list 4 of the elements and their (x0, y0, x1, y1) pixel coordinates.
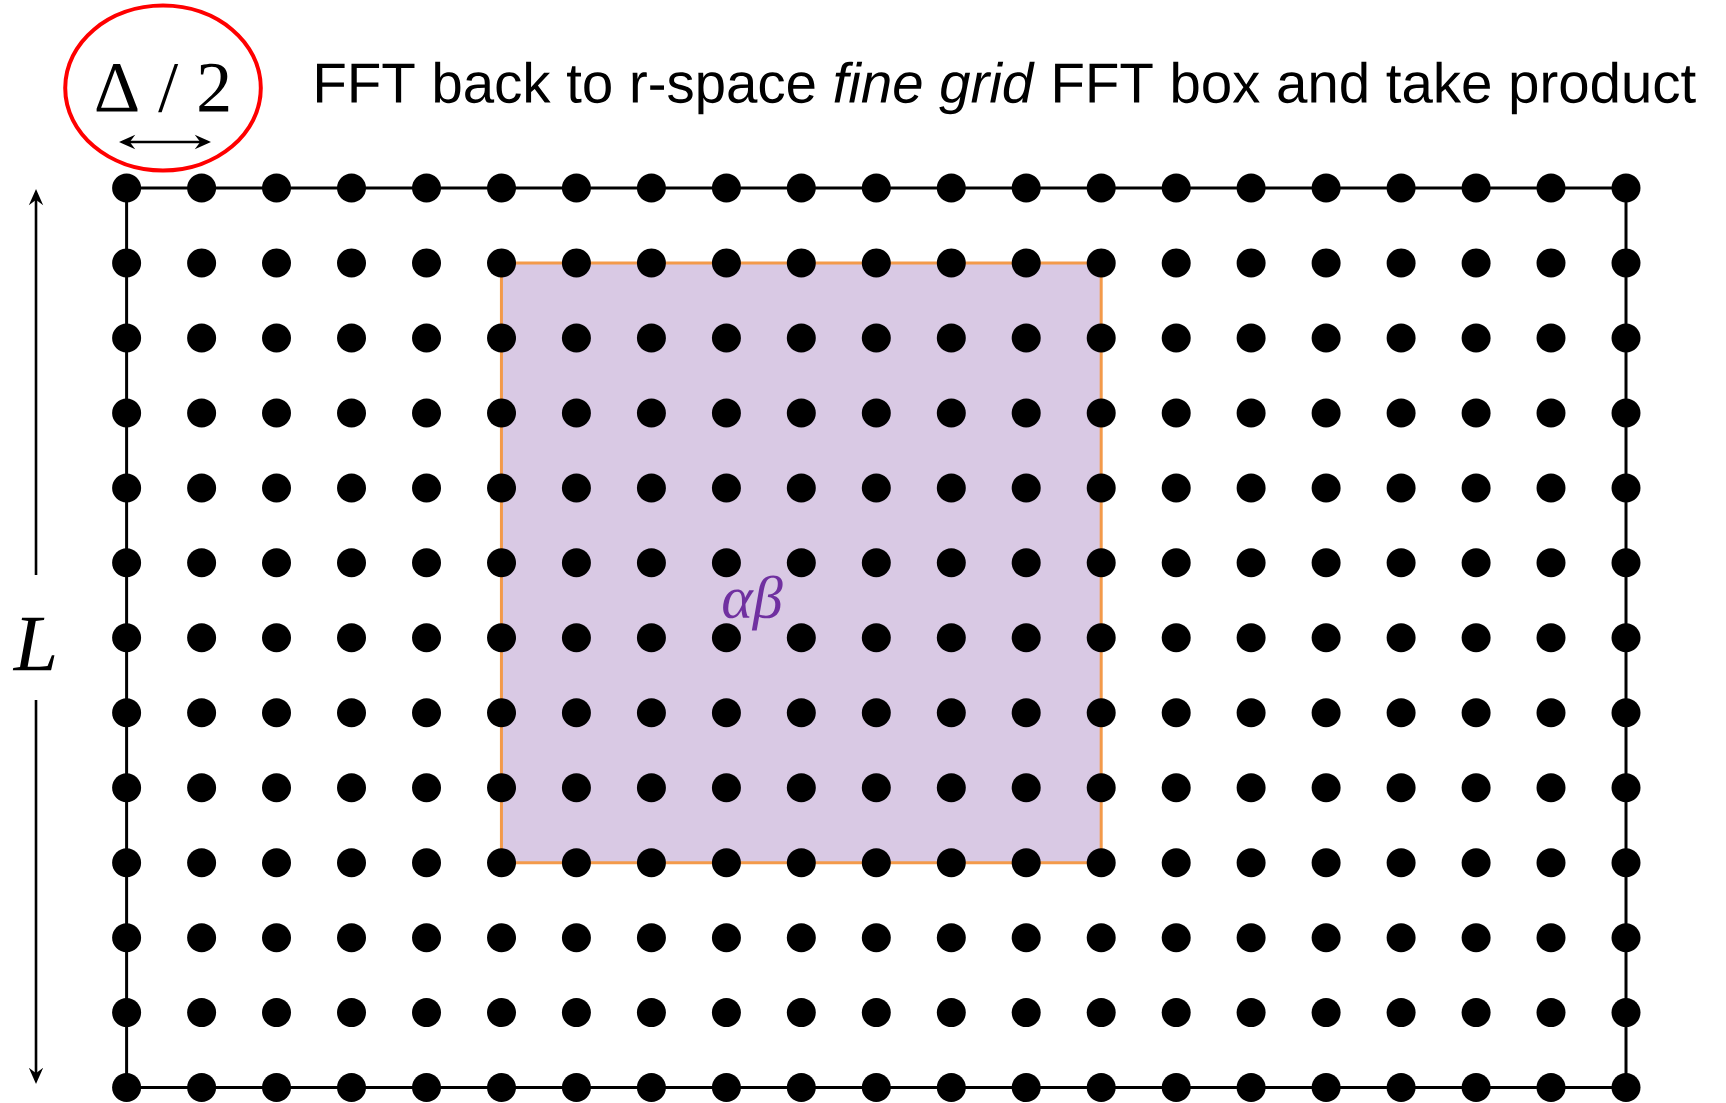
box-label: αβ (723, 575, 783, 631)
heading-text: FFT back to r-space fine grid FFT box and take product (317, 61, 1696, 115)
circled-label: Δ / 2 (63, 3, 263, 173)
dimension-label: L (12, 617, 55, 671)
